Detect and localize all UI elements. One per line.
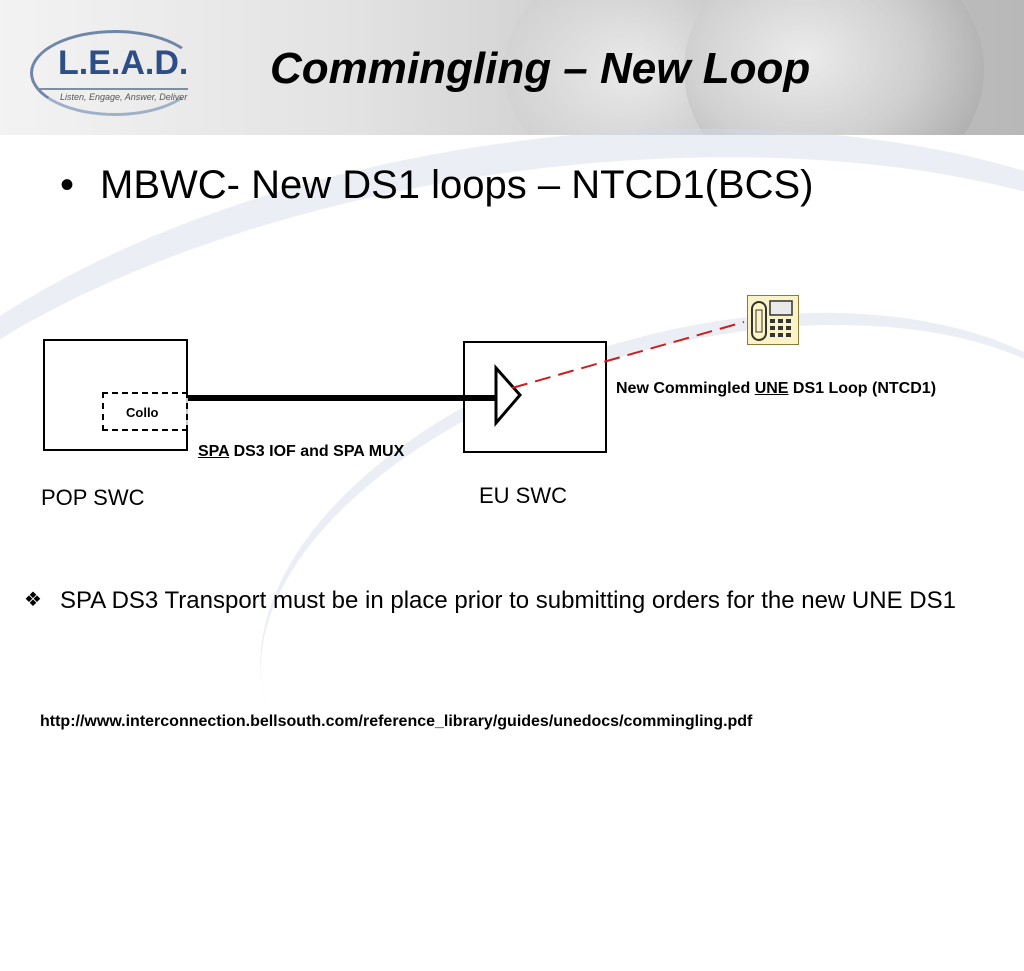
spa-link-label: SPA DS3 IOF and SPA MUX [198,443,404,461]
reference-url[interactable]: http://www.interconnection.bellsouth.com… [40,713,753,730]
telephone-icon [747,295,799,345]
header-background-photo [684,0,984,135]
loop-label-suffix: DS1 Loop (NTCD1) [788,380,937,397]
spa-underlined: SPA [198,443,230,460]
slide-title: Commingling – New Loop [270,44,811,93]
collo-box [102,392,188,431]
loop-label-prefix: New Commingled [616,380,755,397]
mux-triangle [494,364,522,428]
eu-swc-label: EU SWC [479,483,567,508]
logo-text: L.E.A.D. [58,44,189,82]
collo-label: Collo [126,405,159,420]
main-bullet-text: MBWC- New DS1 loops – NTCD1(BCS) [100,163,814,207]
logo-tagline: Listen, Engage, Answer, Deliver [60,92,188,102]
main-bullet: • MBWC- New DS1 loops – NTCD1(BCS) [60,163,813,208]
une-underlined: UNE [754,380,789,397]
commingled-loop-label: New Commingled UNE DS1 Loop (NTCD1) [616,380,936,398]
commingled-loop-line [511,321,745,389]
logo-underline [38,88,188,90]
telephone-icon-graphic [751,300,793,341]
logo-ring [30,30,200,116]
note-text: SPA DS3 Transport must be in place prior… [60,587,956,614]
diamond-bullet-icon: ❖ [24,589,42,611]
pop-swc-label: POP SWC [41,485,145,510]
spa-link-text: DS3 IOF and SPA MUX [229,443,405,460]
lead-logo: L.E.A.D. Listen, Engage, Answer, Deliver [30,30,205,120]
bullet-marker: • [60,163,75,207]
